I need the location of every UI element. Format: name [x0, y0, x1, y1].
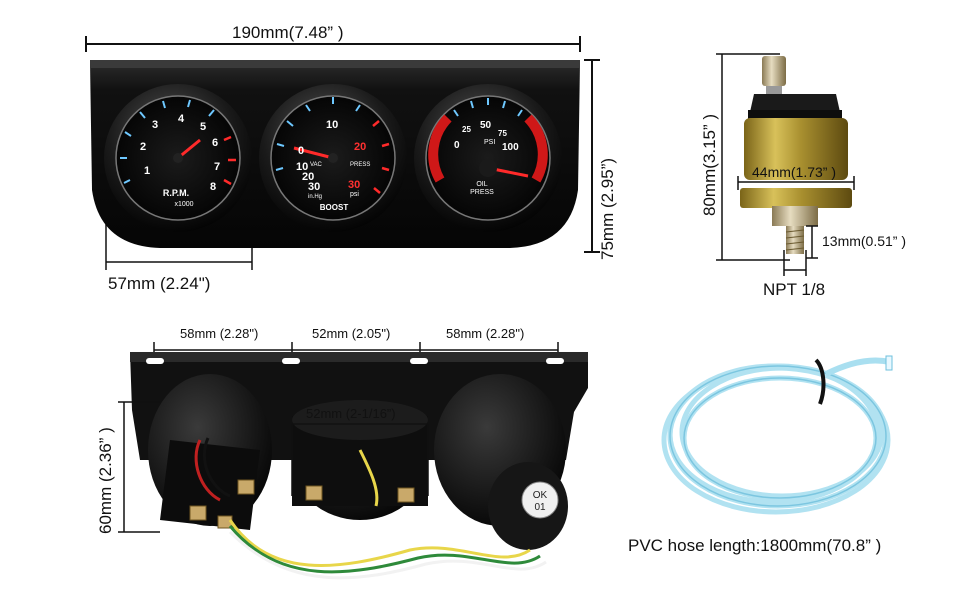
cup-diameter-label: 52mm (2-1/16”)	[306, 406, 396, 421]
spacing-right-label: 58mm (2.28")	[446, 326, 525, 341]
boost-vac-label: VAC	[310, 162, 323, 168]
boost-label: BOOST	[320, 203, 349, 212]
boost-gauge: 0 10 20 30 10 20 30 VAC PRESS in.Hg psi …	[259, 84, 407, 232]
tach-tick-6: 6	[212, 137, 218, 149]
boost-tick-0: 0	[298, 145, 304, 157]
boost-tick-30-press: 30	[348, 179, 360, 191]
tach-tick-1: 1	[144, 165, 150, 177]
tach-sub-label: x1000	[174, 201, 193, 208]
oil-tick-100: 100	[502, 142, 519, 153]
tach-tick-3: 3	[152, 119, 158, 131]
boost-psi-label: psi	[350, 191, 359, 198]
tach-tick-2: 2	[140, 141, 146, 153]
oil-pressure-sensor-photo	[716, 53, 855, 276]
hose-length-caption: PVC hose length:1800mm(70.8” )	[628, 536, 882, 555]
sensor-height-label: 80mm(3.15” )	[700, 113, 719, 216]
oil-tick-0: 0	[454, 140, 460, 151]
oil-tick-25: 25	[462, 125, 471, 134]
boost-press-label: PRESS	[350, 162, 370, 168]
sensor-npt-label: NPT 1/8	[763, 280, 826, 299]
sticker-line1: OK	[533, 490, 548, 501]
oil-tick-75: 75	[498, 129, 507, 138]
tach-tick-4: 4	[178, 113, 185, 125]
rear-height-label: 60mm (2.36” )	[96, 427, 115, 534]
oil-pressure-gauge: 0 25 50 75 100 PSI OIL PRESS	[414, 84, 562, 232]
spacing-left-label: 58mm (2.28")	[180, 326, 259, 341]
gauge-diameter-label: 57mm (2.24")	[108, 274, 211, 293]
tach-tick-5: 5	[200, 121, 206, 133]
rear-view-photo: OK 01	[118, 342, 588, 580]
spacing-mid-label: 52mm (2.05")	[312, 326, 391, 341]
boost-tick-20-press: 20	[354, 141, 366, 153]
tach-tick-7: 7	[214, 161, 220, 173]
oil-label-line1: OIL	[476, 181, 487, 188]
pvc-hose-photo	[661, 355, 893, 515]
sensor-width-label: 44mm(1.73” )	[752, 164, 837, 180]
panel-width-label: 190mm(7.48” )	[232, 23, 344, 42]
tach-label: R.P.M.	[163, 188, 189, 198]
sticker-line2: 01	[534, 502, 546, 513]
boost-tick-10-press: 10	[326, 119, 338, 131]
tach-tick-8: 8	[210, 181, 216, 193]
oil-unit-label: PSI	[484, 139, 495, 146]
boost-tick-20-vac: 20	[302, 171, 314, 183]
oil-label-line2: PRESS	[470, 189, 494, 196]
boost-inhg-label: in.Hg	[308, 194, 322, 200]
oil-tick-50: 50	[480, 120, 492, 131]
panel-height-label: 75mm (2.95”)	[598, 157, 617, 260]
sensor-thread-label: 13mm(0.51” )	[822, 233, 907, 249]
boost-tick-10-vac: 10	[296, 161, 308, 173]
boost-tick-30-vac: 30	[308, 181, 320, 193]
top-gauge-panel-photo: 1 2 3 4 5 6 7 8 R.P.M. x1000	[85, 36, 600, 270]
tachometer-gauge: 1 2 3 4 5 6 7 8 R.P.M. x1000	[104, 84, 252, 232]
